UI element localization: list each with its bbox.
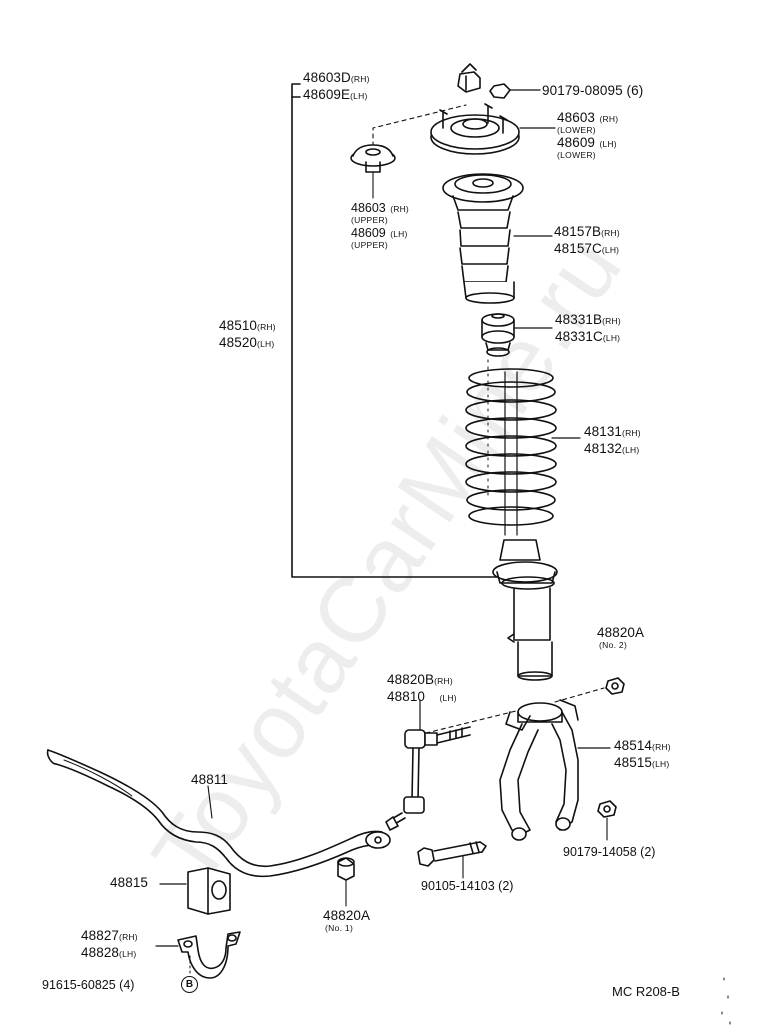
side-tag: (LH): [601, 245, 620, 255]
label-stabilizer-bushing: 48815: [110, 875, 149, 890]
label-boot: 48157B(RH) 48157C(LH): [554, 224, 620, 257]
part-number: 48820A: [597, 625, 645, 640]
part-number: 48331B: [555, 312, 603, 327]
side-tag: (RH): [390, 204, 409, 214]
fork-nut-part: [597, 800, 617, 841]
stabilizer-bushing-part: [159, 867, 231, 915]
edge-specks: [721, 977, 731, 1025]
part-number: 48827: [81, 928, 120, 943]
side-tag: (RH): [434, 676, 453, 686]
part-number: 48157B: [554, 224, 602, 239]
label-fork: 48514(RH) 48515(LH): [614, 738, 671, 771]
part-number: 48609: [351, 225, 386, 240]
part-number: 48820B: [387, 672, 435, 687]
side-tag: (LH): [350, 91, 368, 101]
label-bolt-91615-60825: 91615-60825 (4): [42, 978, 135, 992]
side-tag: (RH): [119, 932, 138, 942]
label-bolt-90105-14103: 90105-14103 (2): [421, 879, 514, 893]
part-number: 48603D: [303, 70, 351, 85]
marker-letter: B: [185, 979, 194, 990]
part-number: 48514: [614, 738, 653, 753]
label-bushing-no1: 48820A (No. 1): [323, 909, 370, 932]
part-number: 48132: [584, 441, 623, 456]
part-number: 48603: [351, 201, 386, 215]
label-support-lower: 48603 (RH) (LOWER) 48609 (LH) (LOWER): [557, 110, 618, 159]
side-tag: (RH): [257, 322, 276, 332]
part-number: 48609E: [303, 87, 351, 102]
position-tag: (LOWER): [557, 149, 596, 160]
stabilizer-bar-part: [46, 749, 391, 878]
part-number: 48520: [219, 335, 258, 350]
side-tag: (RH): [602, 316, 621, 326]
dashed-guide-link: [417, 687, 605, 736]
position-tag: (LOWER): [557, 125, 596, 135]
side-tag: (LH): [599, 138, 617, 149]
dashed-guide-upper: [372, 104, 467, 147]
label-nut-90179-08095: 90179-08095 (6): [542, 83, 644, 98]
side-tag: (RH): [622, 428, 641, 438]
label-link: 48820B(RH) 48810 (LH): [387, 672, 457, 705]
side-tag: (LH): [257, 339, 275, 349]
strut-body-part: [492, 539, 558, 681]
part-number: 48331C: [555, 329, 603, 344]
label-bracket: 48827(RH) 48828(LH): [81, 928, 138, 961]
label-support-upper: 48603 (RH) (UPPER) 48609 (LH) (UPPER): [351, 200, 409, 249]
part-number: 48131: [584, 424, 623, 439]
label-strut-assembly: 48510(RH) 48520(LH): [219, 318, 276, 351]
boot-part: [442, 173, 553, 304]
part-number: 48810: [387, 689, 426, 704]
small-nut-part: [489, 83, 541, 99]
side-tag: (LH): [652, 759, 670, 769]
part-number: 48609: [557, 134, 596, 150]
upper-support-part: [350, 144, 396, 199]
strut-assembly-bracket: [291, 83, 501, 578]
side-tag: (RH): [652, 742, 671, 752]
diagram-id: MC R208-B: [612, 984, 680, 999]
position-tag: (UPPER): [351, 215, 389, 225]
part-number: 48603: [557, 110, 596, 125]
position-tag: (No. 2): [599, 639, 628, 650]
part-number: 48157C: [554, 241, 602, 256]
bolt-marker-b: B: [181, 976, 198, 993]
bushing-no1-part: [337, 857, 355, 907]
lower-support-part: [430, 103, 556, 155]
position-tag: (UPPER): [351, 239, 389, 250]
bolt-part: [417, 841, 487, 879]
part-number: 48510: [219, 318, 258, 333]
fork-part: [499, 699, 611, 841]
bushing-no2-part: [605, 677, 625, 695]
side-tag: (RH): [599, 114, 619, 124]
label-bushing-no2: 48820A (No. 2): [597, 626, 644, 649]
side-tag: (LH): [390, 228, 408, 239]
part-number: 48828: [81, 945, 120, 960]
label-stabilizer-bar: 48811: [191, 772, 229, 787]
coil-spring-part: [465, 368, 581, 536]
bracket-part: [155, 931, 241, 979]
label-nut-90179-14058: 90179-14058 (2): [563, 845, 656, 859]
mount-nut-part: [457, 63, 481, 93]
position-tag: (No. 1): [325, 922, 354, 933]
label-bumper: 48331B(RH) 48331C(LH): [555, 312, 621, 345]
stabilizer-link-part: [385, 699, 471, 831]
label-spring: 48131(RH) 48132(LH): [584, 424, 641, 457]
side-tag: (LH): [439, 693, 457, 703]
part-number: 48515: [614, 755, 653, 770]
bumper-part: [481, 313, 553, 357]
part-number: 48820A: [323, 908, 371, 923]
side-tag: (RH): [350, 74, 370, 84]
side-tag: (RH): [601, 228, 620, 238]
side-tag: (LH): [119, 949, 137, 959]
label-mount-nut: 48603D(RH) 48609E(LH): [303, 70, 370, 103]
side-tag: (LH): [622, 445, 640, 455]
side-tag: (LH): [602, 333, 621, 343]
